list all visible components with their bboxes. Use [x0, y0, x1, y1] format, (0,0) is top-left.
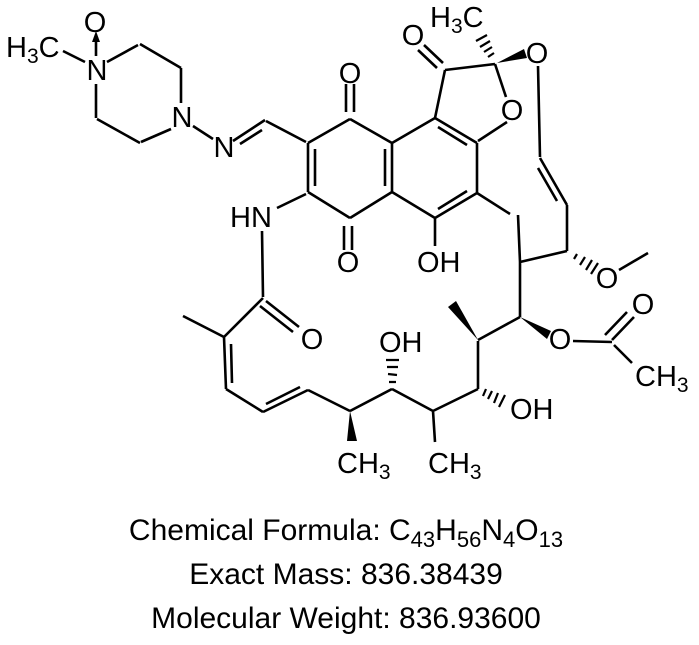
caption-exact-mass: Exact Mass: 836.38439	[189, 558, 503, 591]
quinone-top-o-label: O	[339, 58, 362, 90]
amide-o-label: O	[301, 324, 324, 356]
n-methyl-h3c-label: H3C	[6, 32, 60, 68]
atom-labels: O H3C N N N HN O O OH O H3C O O O OH CH3…	[6, 2, 689, 484]
amide-hn-label: HN	[230, 202, 272, 234]
caption-molecular-weight: Molecular Weight: 836.93600	[151, 602, 541, 635]
furan-o-label: O	[501, 95, 524, 127]
piperazine-n4-label: N	[172, 102, 193, 134]
single-bonds	[62, 42, 649, 443]
c21-oh-label: OH	[379, 327, 423, 359]
n-oxide-o-label: O	[84, 7, 107, 39]
caption: Chemical Formula: C43H56N4O13 Exact Mass…	[129, 514, 563, 635]
c20-ch3-label: CH3	[337, 448, 391, 484]
c24-methyl-wedge-bond	[448, 301, 478, 340]
acetate-carbonyl-o-label: O	[632, 289, 655, 321]
ketal-o-label: O	[526, 38, 549, 70]
c23-oh-label: OH	[510, 394, 554, 426]
acetate-ester-o-label: O	[549, 324, 572, 356]
wedge-bonds	[92, 31, 551, 441]
bonds	[62, 34, 649, 443]
c12-ketal-wedge-bond	[497, 49, 527, 63]
methoxy-o-label: O	[596, 263, 619, 295]
double-bond-inner-lines	[229, 49, 628, 406]
c25-acetate-wedge-bond	[520, 317, 551, 339]
hashed-stereo-bonds	[386, 34, 599, 408]
n-oxide-arrowhead	[92, 31, 100, 42]
c22-ch3-label: CH3	[428, 448, 482, 484]
quinone-bottom-o-label: O	[337, 247, 360, 279]
furanone-ketone-o-label: O	[402, 20, 425, 52]
imine-n-label: N	[214, 132, 235, 164]
caption-chemical-formula: Chemical Formula: C43H56N4O13	[129, 514, 563, 552]
piperazine-n1-label: N	[87, 55, 108, 87]
c12-h3c-label: H3C	[430, 2, 484, 38]
phenol-oh-label: OH	[417, 247, 461, 279]
c20-methyl-wedge-bond	[347, 411, 357, 441]
acetate-ch3-label: CH3	[635, 361, 689, 397]
